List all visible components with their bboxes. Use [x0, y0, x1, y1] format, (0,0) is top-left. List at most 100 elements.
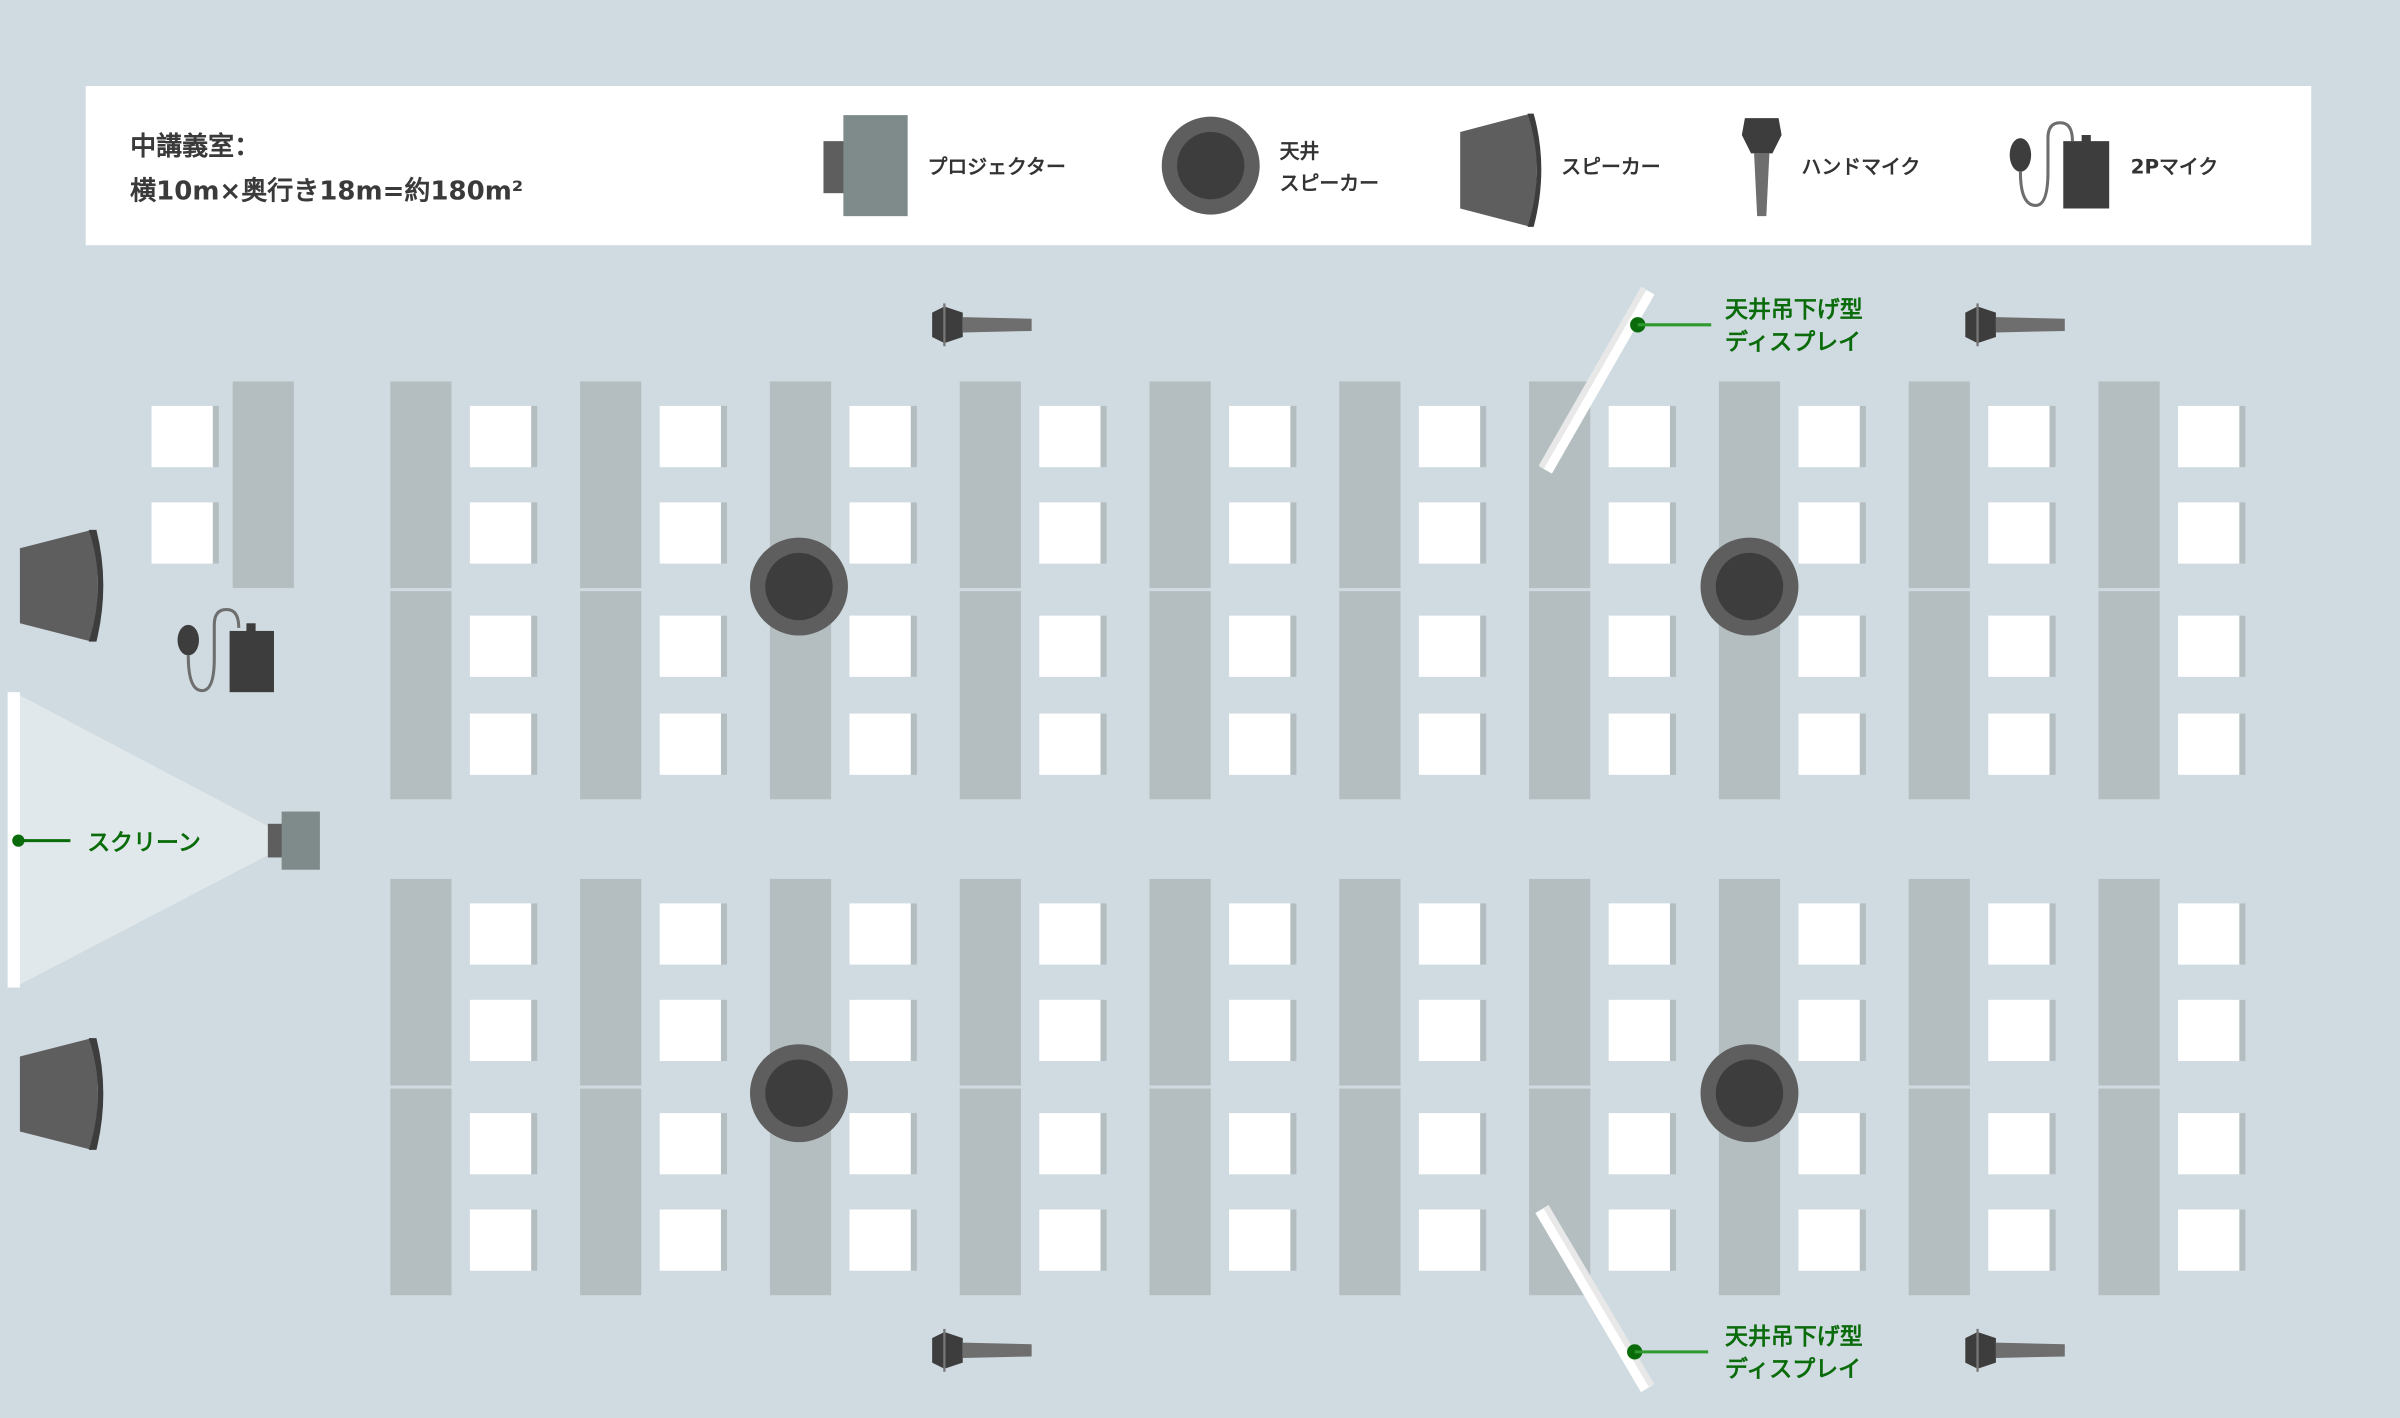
chair-back	[910, 502, 917, 564]
chair-back	[1480, 1209, 1487, 1271]
chair	[1798, 502, 1860, 564]
chair	[1988, 1113, 2050, 1175]
hand-mic-icon	[1965, 1331, 1996, 1369]
chair	[849, 713, 911, 775]
chair-back	[2239, 1113, 2246, 1175]
chair	[151, 502, 213, 564]
chair-back	[1290, 1113, 1297, 1175]
chair	[2178, 502, 2240, 564]
chair-back	[1290, 615, 1297, 677]
chair	[1229, 405, 1291, 468]
chair-back	[720, 1209, 728, 1271]
desk	[390, 591, 452, 800]
chair-back	[720, 903, 728, 965]
chair-back	[1100, 502, 1107, 564]
chair-back	[1859, 903, 1866, 965]
chair-back	[910, 615, 917, 677]
ceiling-display-bottom: 天井吊下げ型 ディスプレイ	[1535, 1204, 1863, 1393]
chair	[1039, 405, 1101, 468]
chair-back	[1859, 502, 1866, 564]
chair	[1039, 502, 1101, 564]
chair-back	[910, 405, 917, 468]
chair-back	[720, 615, 728, 677]
chair	[1988, 903, 2050, 965]
chair	[1418, 903, 1481, 965]
chair-back	[2239, 1209, 2246, 1271]
chair-back	[2239, 502, 2246, 564]
chair	[1229, 1209, 1291, 1271]
desk	[1149, 878, 1211, 1086]
chair-back	[1859, 1113, 1866, 1175]
chair	[469, 1113, 532, 1175]
chair	[2178, 1209, 2240, 1271]
chair-back	[1669, 1113, 1677, 1175]
pin-mic-icon	[2009, 121, 2110, 209]
desk	[580, 878, 642, 1086]
chair-back	[720, 502, 728, 564]
desk	[390, 381, 452, 589]
chair	[849, 1209, 911, 1271]
chair	[659, 615, 721, 677]
chair	[1039, 1209, 1101, 1271]
ceiling-speaker-inner	[765, 1059, 833, 1127]
desk	[390, 1088, 452, 1296]
chair-back	[1669, 903, 1677, 965]
chair	[2178, 999, 2240, 1062]
chair-back	[531, 903, 538, 965]
chair-back	[1669, 615, 1677, 677]
chair-back	[1480, 405, 1487, 468]
chair	[1988, 1209, 2050, 1271]
desk	[1339, 878, 1401, 1086]
desk	[1529, 878, 1591, 1086]
chair	[1988, 502, 2050, 564]
chair-back	[2049, 1113, 2056, 1175]
chair	[1039, 903, 1101, 965]
chair	[469, 999, 532, 1062]
chair-back	[1100, 615, 1107, 677]
chair-back	[1290, 405, 1297, 468]
chair	[2178, 1113, 2240, 1175]
chair	[1418, 502, 1481, 564]
chair-back	[531, 713, 538, 775]
desk	[1149, 1088, 1211, 1296]
desk	[1149, 591, 1211, 800]
chair	[1039, 1113, 1101, 1175]
chair-back	[1100, 903, 1107, 965]
legend-speaker: スピーカー	[1561, 155, 1660, 178]
chair	[2178, 405, 2240, 468]
desk	[1339, 381, 1401, 589]
desk	[580, 381, 642, 589]
hand-mic-icon	[932, 306, 963, 344]
chair	[469, 713, 532, 775]
chair-back	[1859, 999, 1866, 1062]
chair-back	[1480, 713, 1487, 775]
chair	[849, 502, 911, 564]
chair-back	[2049, 999, 2056, 1062]
chair-back	[1100, 999, 1107, 1062]
desk	[1149, 381, 1211, 589]
ceiling-speaker-inner	[765, 552, 833, 621]
chair	[469, 615, 532, 677]
legend-panel: 中講義室： 横10m×奥行き18m=約180m² プロジェクター 天井 スピーカ…	[85, 86, 2312, 246]
desk	[1908, 591, 1970, 800]
chair-back	[1859, 615, 1866, 677]
chair-back	[1480, 999, 1487, 1062]
chair	[1798, 999, 1860, 1062]
chair-back	[720, 405, 728, 468]
chair	[1039, 713, 1101, 775]
chair	[849, 615, 911, 677]
projection-beam	[13, 692, 270, 988]
chair	[1418, 713, 1481, 775]
display-panel	[1535, 1206, 1653, 1393]
chair-back	[1100, 405, 1107, 468]
desk	[580, 591, 642, 800]
chair	[659, 903, 721, 965]
chair-back	[212, 405, 219, 468]
room-size: 横10m×奥行き18m=約180m²	[130, 175, 523, 206]
chair	[1988, 999, 2050, 1062]
display-label-1: 天井吊下げ型	[1725, 1324, 1863, 1350]
desk	[1908, 381, 1970, 589]
chair	[1229, 502, 1291, 564]
chair	[849, 903, 911, 965]
